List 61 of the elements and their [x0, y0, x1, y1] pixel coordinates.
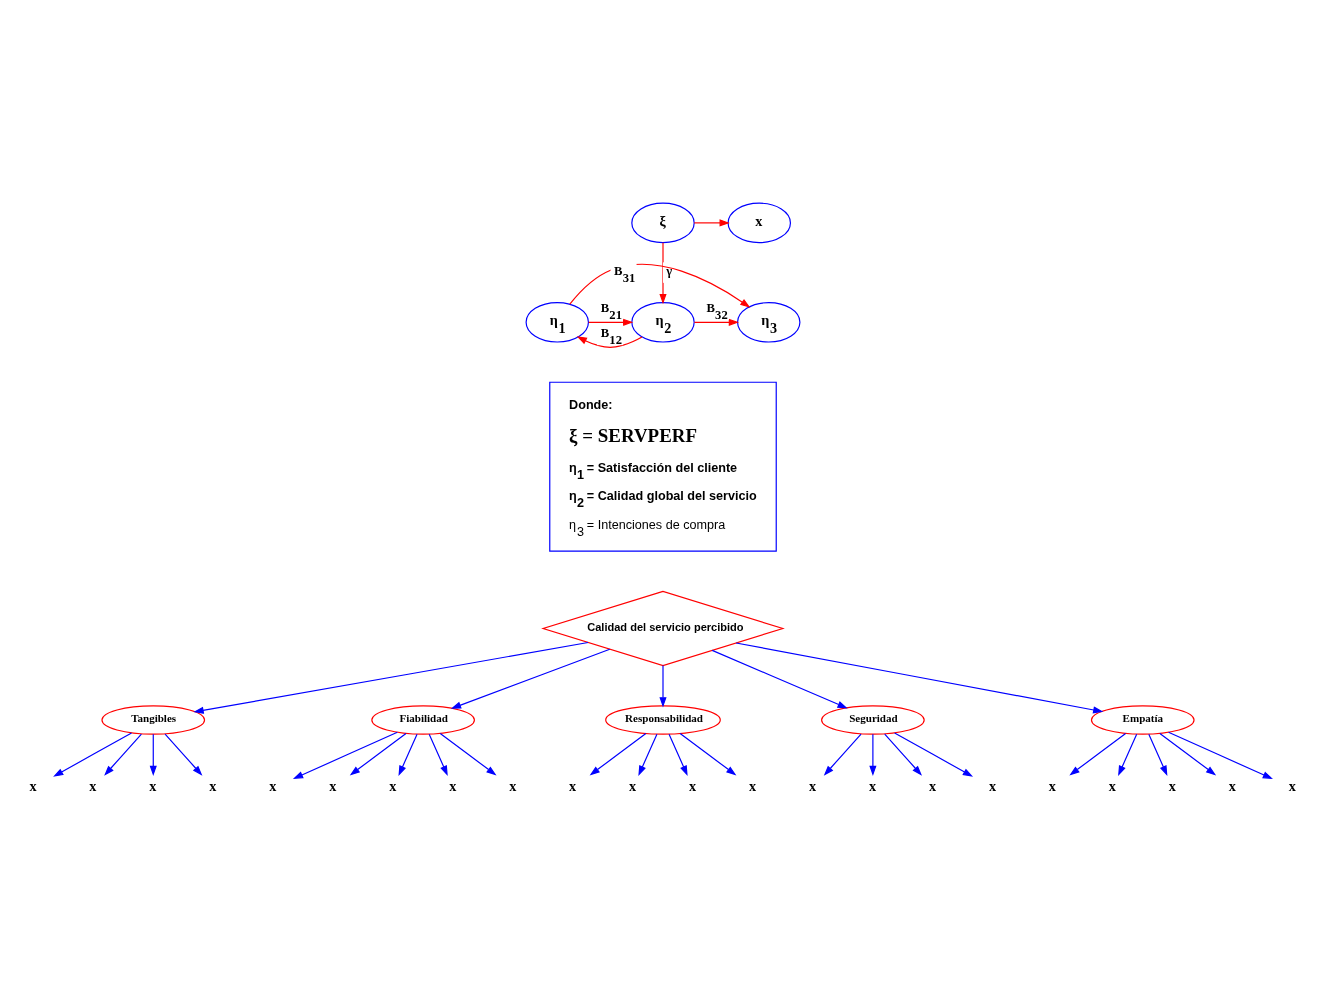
arrow: [735, 641, 1104, 713]
node-text: x: [89, 777, 97, 794]
node-diamond: Calidad del servicio percibido: [541, 590, 785, 666]
arrow: [292, 731, 398, 779]
node-text: x: [329, 777, 337, 794]
arrow: [53, 731, 133, 777]
node-text: x: [1288, 777, 1296, 794]
arrow: [428, 733, 448, 776]
node-text: x: [209, 777, 217, 794]
arrow: [349, 732, 407, 775]
node-text: x: [808, 777, 817, 794]
node-text: x: [629, 777, 637, 794]
arrow: [1118, 733, 1138, 776]
arrow: [679, 732, 737, 775]
node-text: x: [1048, 777, 1056, 794]
arrow: [576, 335, 643, 348]
edge-label: γ: [666, 263, 673, 278]
arrow: [711, 649, 848, 708]
node-ellipse: Fiabilidad: [371, 704, 475, 735]
arrow: [164, 732, 203, 776]
node-text: x: [928, 777, 937, 794]
node-ellipse: Seguridad: [821, 704, 925, 735]
arrow: [104, 732, 142, 776]
arrow: [659, 241, 667, 304]
node-text: x: [1108, 777, 1116, 794]
node-text: x: [988, 777, 996, 794]
arrow: [1069, 732, 1127, 775]
arrow: [894, 731, 974, 777]
arrow: [149, 733, 157, 776]
node-text: x: [389, 777, 397, 794]
node-text: x: [1228, 777, 1236, 794]
arrow: [588, 318, 634, 326]
arrow: [439, 732, 497, 775]
node-text: x: [29, 777, 37, 794]
node-text: x: [149, 777, 157, 794]
arrow: [1159, 732, 1217, 775]
node-text: x: [1168, 777, 1176, 794]
arrow: [450, 648, 611, 709]
arrow: [193, 641, 589, 714]
node-text: x: [868, 777, 877, 794]
arrow: [693, 218, 730, 226]
node-ellipse: x: [727, 202, 791, 243]
node-text: x: [569, 777, 577, 794]
arrow: [1148, 733, 1168, 776]
node-text: x: [509, 777, 517, 794]
node-text: x: [449, 777, 457, 794]
arrow: [693, 318, 740, 326]
arrow: [398, 733, 418, 776]
arrow: [884, 732, 922, 776]
arrow: [668, 733, 688, 776]
arrow: [659, 664, 667, 707]
node-text: x: [749, 777, 757, 794]
arrow: [1167, 731, 1273, 779]
node-text: x: [269, 777, 277, 794]
arrow: [638, 733, 658, 776]
arrow: [589, 732, 647, 775]
node-text: x: [689, 777, 697, 794]
arrow: [869, 733, 877, 776]
node-ellipse: ξ: [631, 202, 695, 243]
arrow: [823, 732, 862, 776]
node-ellipse: Responsabilidad: [605, 704, 721, 735]
